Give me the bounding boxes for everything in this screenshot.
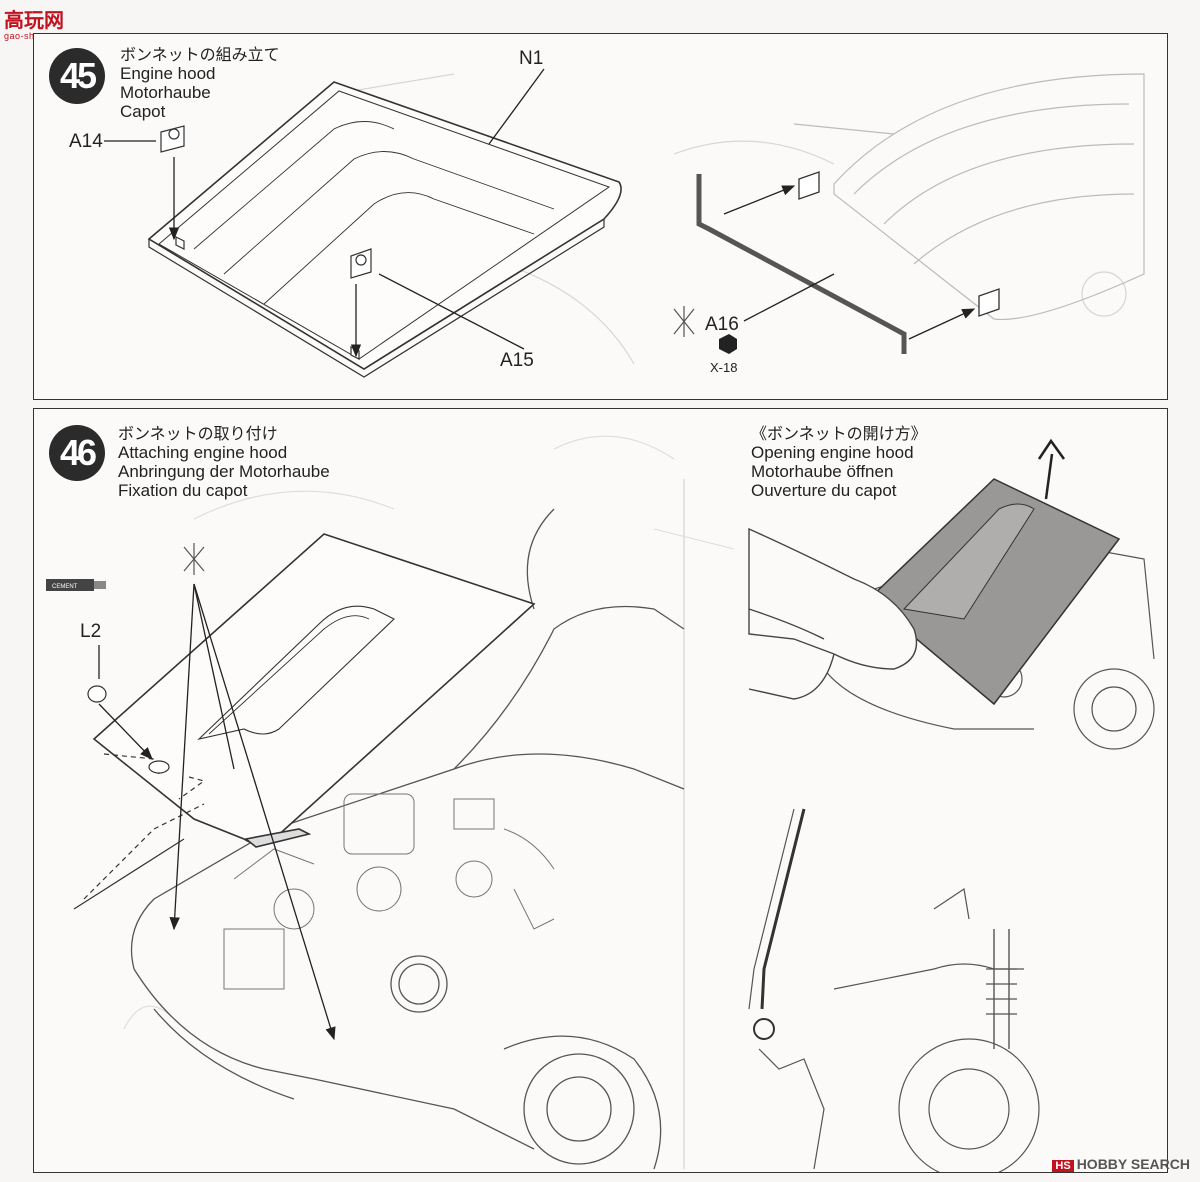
svg-text:CEMENT: CEMENT <box>52 584 78 590</box>
part-label-l2: L2 <box>80 621 102 642</box>
screw-label-x18: X-18 <box>710 360 738 375</box>
engine-bay <box>223 793 555 990</box>
hobby-search-badge: HS <box>1052 1160 1074 1172</box>
cement-tube-icon: CEMENT <box>46 579 106 591</box>
hood-part-n1 <box>147 81 622 378</box>
engine-hood-open <box>92 533 536 848</box>
step-45-title-fr: Capot <box>120 102 166 121</box>
snip-icon <box>673 306 695 337</box>
step-46-titles: ボンネットの取り付け Attaching engine hood Anbring… <box>118 424 330 500</box>
part-label-a16: A16 <box>705 314 739 335</box>
prop-rod-a16 <box>696 174 907 354</box>
part-label-a14: A14 <box>69 131 103 152</box>
step-46-title-en: Attaching engine hood <box>118 443 288 462</box>
step-46-panel: CEMENT <box>33 408 1168 1173</box>
hood-attachment-drawing: CEMENT <box>46 435 1155 1172</box>
step-45-panel: 45 ボンネットの組み立て Engine hood Motorhaube Cap… <box>33 33 1168 400</box>
opening-title-jp: 《ボンネットの開け方》 <box>751 424 927 443</box>
watermark-title: 高玩网 <box>4 10 64 32</box>
step-46-title-fr: Fixation du capot <box>118 481 248 500</box>
opening-hood-titles: 《ボンネットの開け方》 Opening engine hood Motorhau… <box>751 424 927 500</box>
screw-icon <box>719 334 737 354</box>
opening-title-fr: Ouverture du capot <box>751 481 897 500</box>
car-body-main <box>130 508 685 1170</box>
part-label-n1: N1 <box>519 48 544 69</box>
step-45-titles: ボンネットの組み立て Engine hood Motorhaube Capot <box>120 45 280 121</box>
engine-hood-assembly-drawing <box>104 68 1145 378</box>
hood-raised <box>867 478 1121 706</box>
step-45-title-de: Motorhaube <box>120 83 211 102</box>
part-label-a15: A15 <box>500 350 534 371</box>
snip-icon <box>183 543 205 575</box>
step-number-45: 45 <box>49 48 105 104</box>
step-45-title-en: Engine hood <box>120 64 216 83</box>
hinge-detail-illustration <box>748 808 1040 1172</box>
step-45-title-jp: ボンネットの組み立て <box>120 45 280 64</box>
opening-title-de: Motorhaube öffnen <box>751 462 894 481</box>
step-46-title-jp: ボンネットの取り付け <box>118 424 278 443</box>
hand-illustration <box>748 527 918 700</box>
step-number-46: 46 <box>49 425 105 481</box>
opening-title-en: Opening engine hood <box>751 443 914 462</box>
hobby-search-text: HOBBY SEARCH <box>1076 1156 1190 1172</box>
step-46-title-de: Anbringung der Motorhaube <box>118 462 330 481</box>
